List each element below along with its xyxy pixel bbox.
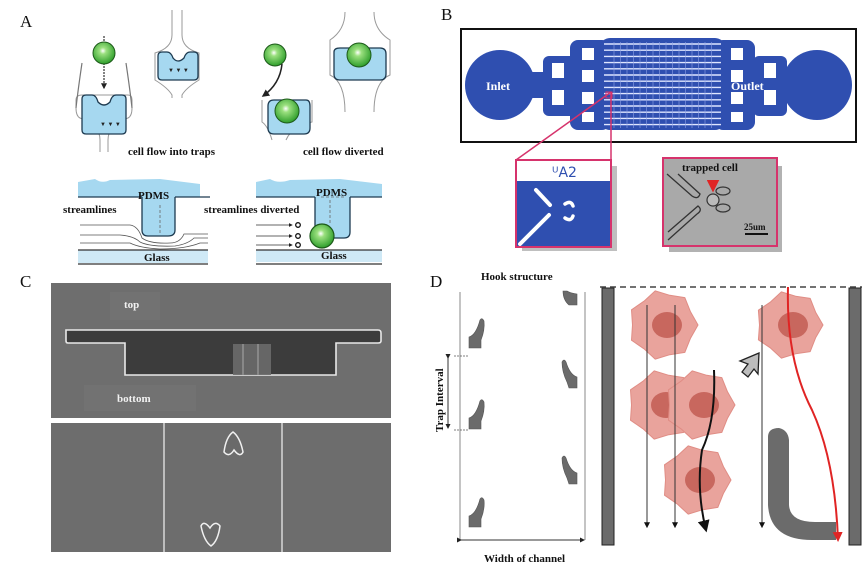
hook-trap (768, 428, 836, 540)
trap-structure-icon (223, 431, 244, 456)
caption-cell-flow-into-traps: cell flow into traps (128, 146, 216, 158)
inset-trapped-cell: trapped cell 25um (662, 157, 782, 252)
cross-section-left: PDMS Glass streamlines (63, 179, 210, 265)
panel-d: Hook structure Trap Interval Width of ch… (434, 271, 862, 565)
chip-layout (465, 38, 852, 130)
glass-label-right: Glass (321, 250, 347, 262)
hook-structures (468, 290, 578, 528)
cross-section-right: PDMS Glass streamlines diverted (204, 179, 382, 265)
panel-label-d: D (430, 272, 443, 291)
svg-text:▼ ▼ ▼: ▼ ▼ ▼ (100, 122, 121, 128)
panel-label-b: B (441, 5, 453, 24)
outlet-label: Outlet (731, 79, 764, 93)
glass-label-left: Glass (144, 252, 170, 264)
panel-label-a: A (20, 12, 33, 31)
trap-interval-label: Trap Interval (434, 368, 446, 432)
cells-group (630, 290, 824, 515)
width-of-channel-label: Width of channel (484, 553, 565, 565)
pdms-label-right: PDMS (316, 187, 347, 199)
trap-diagram-4 (329, 11, 391, 113)
direction-arrow-icon (738, 352, 760, 378)
trapped-cell-label: trapped cell (682, 162, 738, 174)
cell-icon (631, 290, 699, 360)
inset-label-ua2: ᵁA2 (552, 165, 577, 181)
inlet-label: Inlet (486, 79, 510, 93)
panel-label-c: C (20, 272, 32, 291)
streamlines-diverted-label: streamlines diverted (204, 204, 299, 216)
trap-structure-icon (200, 522, 221, 547)
trap-diagram-3 (261, 43, 313, 141)
panel-b: Inlet Outlet ᵁA2 (460, 28, 857, 252)
channel-wall-right (848, 287, 862, 546)
bottom-label: bottom (117, 393, 151, 405)
trap-array-grid (604, 42, 721, 128)
top-label: top (124, 299, 139, 311)
trap-diagram-2: ▼ ▼ ▼ (154, 10, 200, 98)
cell-icon (668, 370, 736, 440)
cell-icon (664, 445, 732, 515)
trap-diagram-1: ▼ ▼ ▼ (75, 36, 133, 152)
hook-structure-title: Hook structure (481, 271, 553, 283)
pdms-label-left: PDMS (138, 190, 169, 202)
svg-text:▼ ▼ ▼: ▼ ▼ ▼ (168, 68, 189, 74)
streamlines-label: streamlines (63, 204, 117, 216)
chip-voids (552, 48, 776, 122)
panel-c: top bottom (51, 283, 391, 552)
channel-wall-left (601, 287, 615, 546)
cell-icon (92, 41, 116, 65)
panel-a: ▼ ▼ ▼ ▼ ▼ ▼ cell flow into traps cell fl… (63, 10, 391, 265)
inset-trap-layout: ᵁA2 (515, 159, 617, 251)
scale-bar-label: 25um (744, 222, 766, 232)
sem-top-view (51, 423, 391, 552)
caption-cell-flow-diverted: cell flow diverted (303, 146, 384, 158)
cell-icon (757, 291, 824, 359)
